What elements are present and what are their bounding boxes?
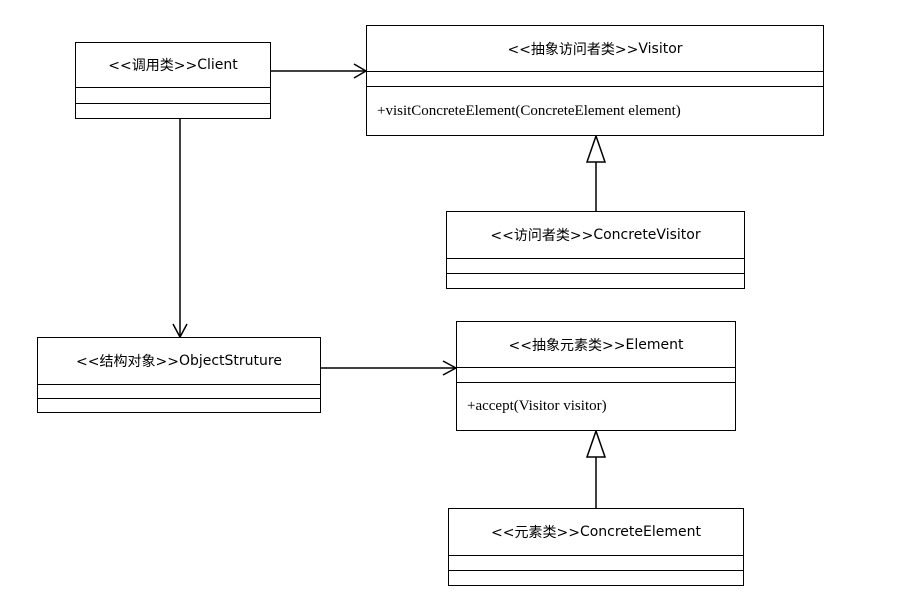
concrete-visitor-name: ConcreteVisitor bbox=[593, 227, 701, 243]
object-structure-class-name: <<结构对象>>ObjectStruture bbox=[38, 338, 320, 385]
client-name: Client bbox=[197, 57, 238, 73]
object-structure-attributes bbox=[38, 385, 320, 399]
client-class-name: <<调用类>>Client bbox=[76, 43, 270, 88]
concrete-element-class-name: <<元素类>>ConcreteElement bbox=[449, 509, 743, 556]
element-stereotype: <<抽象元素类>> bbox=[508, 337, 626, 354]
concrete-element-class-box[interactable]: <<元素类>>ConcreteElement bbox=[448, 508, 744, 586]
visitor-class-box[interactable]: <<抽象访问者类>>Visitor +visitConcreteElement(… bbox=[366, 25, 824, 136]
visitor-class-name: <<抽象访问者类>>Visitor bbox=[367, 26, 823, 72]
object-structure-operations bbox=[38, 399, 320, 412]
concretevisitor-generalization-triangle bbox=[585, 133, 607, 163]
client-class-box[interactable]: <<调用类>>Client bbox=[75, 42, 271, 119]
concrete-visitor-class-box[interactable]: <<访问者类>>ConcreteVisitor bbox=[446, 211, 745, 289]
concrete-element-name: ConcreteElement bbox=[579, 524, 701, 540]
client-stereotype: <<调用类>> bbox=[108, 58, 198, 74]
concrete-element-operations bbox=[449, 571, 743, 585]
concrete-visitor-class-name: <<访问者类>>ConcreteVisitor bbox=[447, 212, 744, 259]
element-class-box[interactable]: <<抽象元素类>>Element +accept(Visitor visitor… bbox=[456, 321, 736, 431]
concrete-visitor-operations bbox=[447, 274, 744, 288]
visitor-name: Visitor bbox=[638, 40, 683, 57]
client-operations bbox=[76, 104, 270, 118]
element-class-name: <<抽象元素类>>Element bbox=[457, 322, 735, 368]
visitor-operation: +visitConcreteElement(ConcreteElement el… bbox=[377, 102, 681, 119]
element-operations: +accept(Visitor visitor) bbox=[457, 383, 735, 430]
element-name: Element bbox=[625, 336, 684, 353]
concrete-visitor-attributes bbox=[447, 259, 744, 274]
concreteelement-generalization-triangle bbox=[585, 428, 607, 458]
concrete-element-attributes bbox=[449, 556, 743, 571]
visitor-stereotype: <<抽象访问者类>> bbox=[507, 41, 639, 58]
concrete-visitor-stereotype: <<访问者类>> bbox=[490, 228, 594, 244]
object-structure-name: ObjectStruture bbox=[178, 353, 282, 369]
client-attributes bbox=[76, 88, 270, 104]
element-operation: +accept(Visitor visitor) bbox=[467, 398, 607, 414]
visitor-attributes bbox=[367, 72, 823, 87]
visitor-operations: +visitConcreteElement(ConcreteElement el… bbox=[367, 87, 823, 135]
object-structure-class-box[interactable]: <<结构对象>>ObjectStruture bbox=[37, 337, 321, 413]
object-structure-stereotype: <<结构对象>> bbox=[76, 354, 179, 370]
concrete-element-stereotype: <<元素类>> bbox=[491, 525, 580, 541]
element-attributes bbox=[457, 368, 735, 383]
